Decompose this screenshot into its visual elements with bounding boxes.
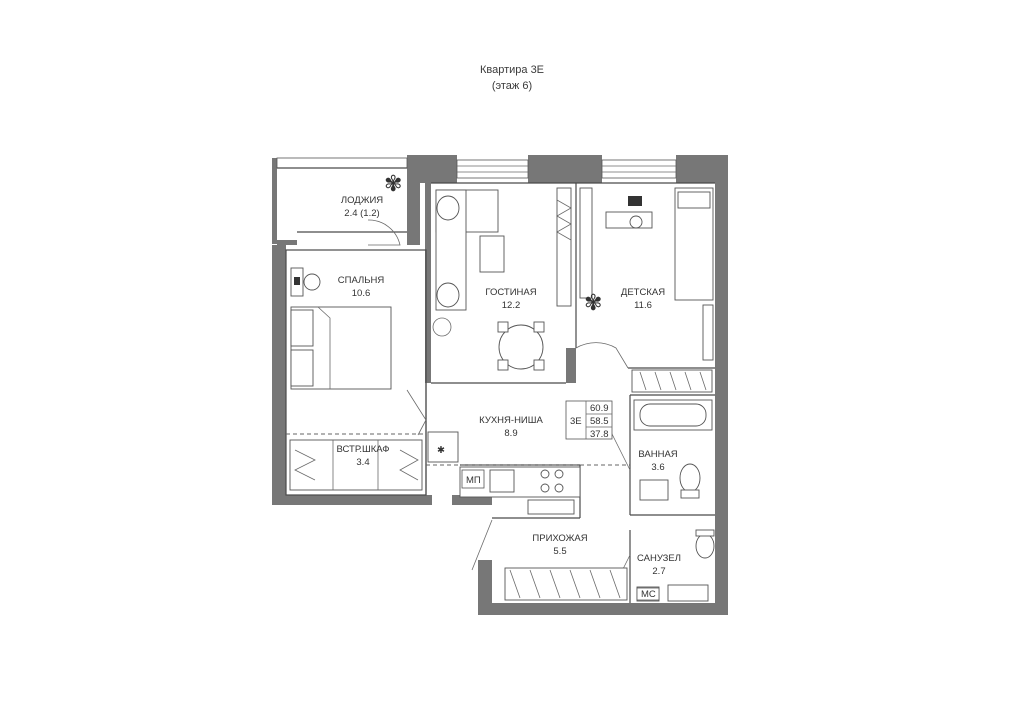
- room-name-bathroom: ВАННАЯ: [638, 449, 677, 460]
- closet-hangers-left: [294, 449, 316, 481]
- room-name-kids: ДЕТСКАЯ: [621, 287, 665, 298]
- room-name-wc: САНУЗЕЛ: [637, 553, 681, 564]
- walls: [272, 155, 728, 615]
- plan-subtitle: (этаж 6): [491, 80, 533, 92]
- plan-title: Квартира 3Е: [479, 64, 545, 76]
- room-area-bedroom: 10.6: [352, 288, 371, 299]
- room-name-kitchen: КУХНЯ-НИША: [479, 415, 543, 426]
- summary-living-area: 37.8: [590, 429, 609, 440]
- mc-marker: МС: [641, 589, 656, 600]
- room-area-kids: 11.6: [634, 300, 652, 311]
- interior-walls: [277, 167, 715, 603]
- room-area-loggia: 2.4 (1.2): [344, 208, 379, 219]
- room-name-hallway: ПРИХОЖАЯ: [532, 533, 587, 544]
- room-area-living: 12.2: [502, 300, 521, 311]
- room-area-wc: 2.7: [652, 566, 665, 577]
- furniture: ✱ ✾ ✾: [289, 171, 715, 602]
- room-labels: ЛОДЖИЯ 2.4 (1.2) СПАЛЬНЯ 10.6 ГОСТИНАЯ 1…: [336, 195, 681, 577]
- room-name-living: ГОСТИНАЯ: [485, 287, 536, 298]
- summary-total-area: 60.9: [590, 403, 609, 414]
- plant-icon-kids: ✾: [584, 290, 602, 315]
- title-block: Квартира 3Е (этаж 6): [0, 62, 1024, 94]
- room-area-hallway: 5.5: [553, 546, 566, 557]
- room-name-loggia: ЛОДЖИЯ: [341, 195, 383, 206]
- mp-marker: МП: [466, 475, 481, 486]
- summary-code: 3Е: [570, 416, 582, 427]
- windows: [276, 157, 677, 179]
- markers: МП МС: [461, 469, 660, 601]
- plant-icon-loggia: ✾: [384, 171, 402, 196]
- closet-hangers-right: [399, 449, 419, 481]
- kitchen-fan-icon: ✱: [437, 445, 445, 456]
- room-area-bathroom: 3.6: [651, 462, 664, 473]
- room-area-closet: 3.4: [356, 457, 369, 468]
- room-area-kitchen: 8.9: [504, 428, 517, 439]
- area-summary-box: 3Е 60.9 58.5 37.8: [565, 400, 613, 440]
- room-name-closet: ВСТР.ШКАФ: [336, 444, 389, 455]
- summary-general-area: 58.5: [590, 416, 609, 427]
- room-name-bedroom: СПАЛЬНЯ: [338, 275, 385, 286]
